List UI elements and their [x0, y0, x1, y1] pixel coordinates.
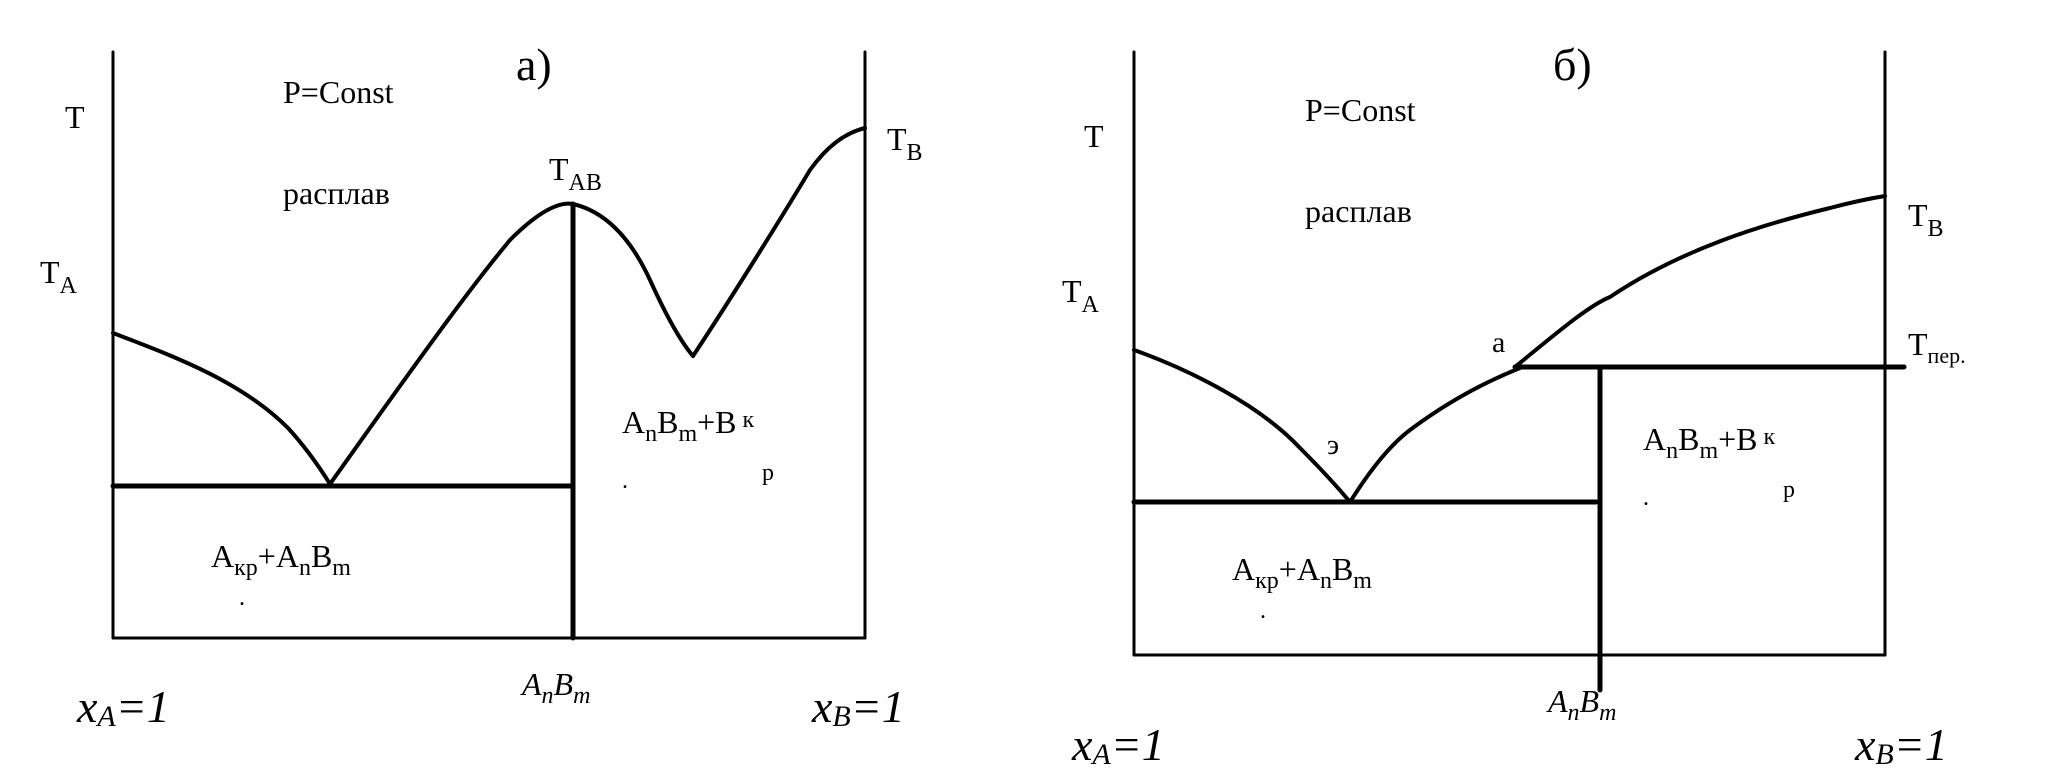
- panel-a-region-right-dot: .: [622, 468, 628, 494]
- panel-a-xb-label: xB=1: [811, 681, 905, 733]
- panel-b-liquidus-left: [1132, 348, 1352, 504]
- panel-b-region-right-dot: .: [1643, 485, 1649, 511]
- panel-a-liquidus-left: [111, 331, 332, 486]
- panel-b-xa-label: xA=1: [1071, 719, 1165, 768]
- panel-a-liquidus-right: [691, 126, 867, 358]
- panel-b-liquidus-middle: [1348, 366, 1522, 504]
- panel-a-xa-label: xA=1: [76, 681, 170, 733]
- panel-b-tb-label: TB: [1908, 197, 1944, 242]
- panel-b-region-left-dot: .: [1260, 598, 1266, 624]
- panel-b-region-right-p: р: [1783, 477, 1795, 503]
- panel-b-point-e-label: э: [1327, 430, 1339, 461]
- panel-b-region-left: Aкр+AnBm: [1232, 551, 1372, 594]
- panel-a-ta-label: TA: [40, 254, 78, 299]
- panel-a-region-left-dot: .: [239, 585, 245, 611]
- panel-a-tab-label: TAB: [549, 151, 602, 196]
- panel-b-point-a-label: a: [1492, 326, 1505, 359]
- panel-a-pressure-label: P=Const: [283, 74, 394, 110]
- panel-b-title: б): [1553, 39, 1592, 90]
- panel-b-compound-label: AnBm: [1546, 683, 1616, 726]
- panel-a-liquidus-compound-left: [328, 201, 575, 486]
- panel-b-ta-label: TA: [1062, 273, 1100, 318]
- panel-b-tper-label: Tпер.: [1908, 326, 1966, 368]
- panel-a-title: а): [516, 39, 552, 90]
- panel-a-region-left: Aкр+AnBm: [211, 538, 351, 581]
- panel-b: б) P=Const расплав T TA TB Tпер. a э AnB…: [1062, 39, 1966, 768]
- panel-b-pressure-label: P=Const: [1305, 92, 1416, 128]
- panel-a-region-right-p: р: [762, 460, 774, 486]
- panel-a-melt-label: расплав: [283, 175, 390, 211]
- panel-a-liquidus-compound-right: [571, 202, 695, 358]
- panel-a-tb-label: TB: [887, 121, 923, 166]
- panel-a-compound-label: AnBm: [520, 666, 590, 709]
- panel-b-liquidus-right: [1513, 194, 1887, 369]
- panel-b-xb-label: xB=1: [1854, 719, 1948, 768]
- panel-a-temperature-axis-label: T: [65, 99, 85, 135]
- panel-b-melt-label: расплав: [1305, 193, 1412, 229]
- panel-b-temperature-axis-label: T: [1084, 118, 1104, 154]
